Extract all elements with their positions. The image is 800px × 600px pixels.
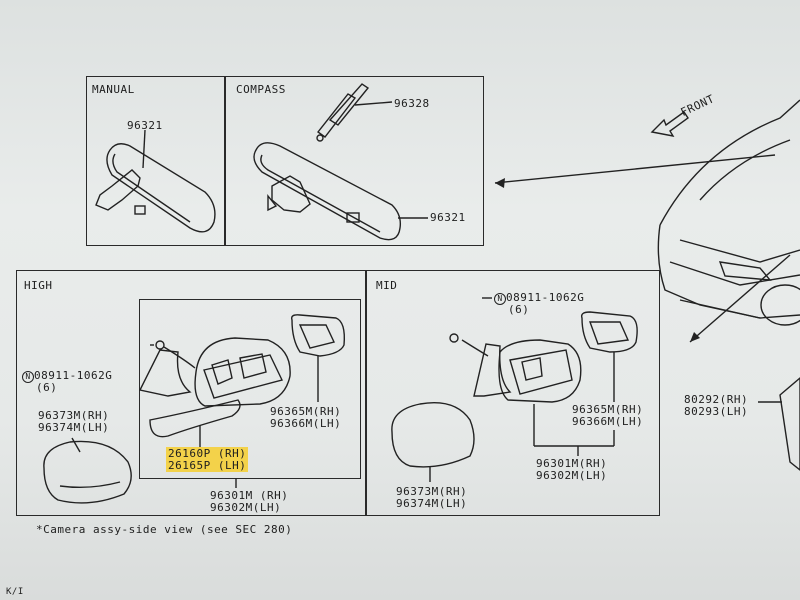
manual-mirror-drawing [95,129,216,233]
high-inner-panel [139,299,361,479]
mid-assy-lh: 96302M(LH) [536,469,608,482]
corner-text: K/I [6,587,24,597]
trim-lh: 80293(LH) [684,405,749,418]
mid-panel-drawings [391,297,638,482]
mid-bolt-number: 08911-1062G [506,291,585,304]
high-cover-lh: 96374M(LH) [38,421,110,434]
panel-title-compass: COMPASS [236,83,286,96]
high-panel [16,270,366,516]
manual-panel [86,76,225,246]
compass-mirror-drawing [253,83,428,241]
bolt-symbol-icon: N [22,371,34,383]
part-label-96321-compass: 96321 [430,211,466,224]
bolt-symbol-icon: N [494,293,506,305]
mid-cover-rh: 96373M(RH) [396,485,468,498]
trim-rh: 80292(RH) [684,393,749,406]
high-glass-rh: 96365M(RH) [270,405,342,418]
compass-panel [225,76,484,246]
panel-title-manual: MANUAL [92,83,135,96]
high-bolt-number: 08911-1062G [34,369,113,382]
high-lamp-rh-text: 26160P (RH) [166,447,249,460]
vehicle-outline [657,99,800,326]
footnote: *Camera assy-side view (see SEC 280) [36,523,293,536]
mid-cover-lh: 96374M(LH) [396,497,468,510]
mid-bolt-qty: (6) [508,303,530,316]
leader-arrow-mirror [494,154,776,184]
part-label-96321-manual: 96321 [127,119,163,132]
high-assy-rh: 96301M (RH) [210,489,289,502]
mid-assy-rh: 96301M(RH) [536,457,608,470]
high-glass-lh: 96366M(LH) [270,417,342,430]
high-lamp-rh: 26160P (RH) [166,447,249,460]
mid-glass-lh: 96366M(LH) [572,415,644,428]
high-lamp-lh-text: 26165P (LH) [166,459,249,472]
trim-part-drawing [779,377,800,471]
front-arrow [650,111,689,137]
panel-title-mid: MID [376,279,398,292]
high-panel-drawings [43,314,346,504]
high-lamp-lh: 26165P (LH) [166,459,249,472]
part-label-96328: 96328 [394,97,430,110]
panel-title-high: HIGH [24,279,53,292]
mid-glass-rh: 96365M(RH) [572,403,644,416]
high-assy-lh: 96302M(LH) [210,501,282,514]
high-cover-rh: 96373M(RH) [38,409,110,422]
mid-panel [366,270,660,516]
high-bolt-qty: (6) [36,381,58,394]
leader-arrow-side [689,254,791,343]
